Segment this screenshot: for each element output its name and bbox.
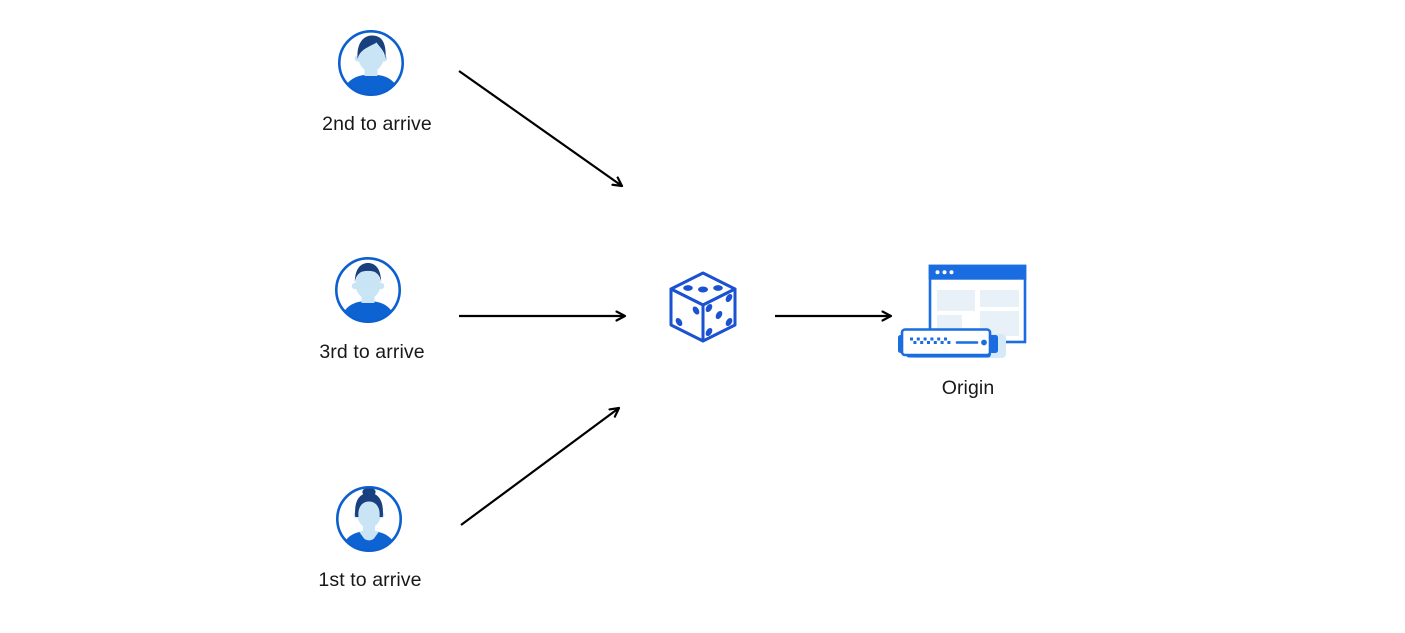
dice-icon xyxy=(669,271,737,343)
client-label-1st: 1st to arrive xyxy=(318,569,422,591)
arrow-client-2nd-to-dice xyxy=(458,70,622,186)
server-icon xyxy=(898,328,1006,358)
server-vent-pattern xyxy=(910,337,951,344)
female-avatar-bun-icon xyxy=(335,485,403,553)
client-label-3rd: 3rd to arrive xyxy=(319,341,425,363)
client-label-2nd: 2nd to arrive xyxy=(322,113,432,135)
origin-label: Origin xyxy=(941,377,995,399)
dice-pips xyxy=(675,285,733,337)
male-avatar-short-hair-icon xyxy=(334,256,402,324)
origin-server-browser-icon xyxy=(898,264,1027,358)
male-avatar-swept-hair-icon xyxy=(337,29,405,97)
arrow-client-1st-to-dice xyxy=(460,408,619,526)
